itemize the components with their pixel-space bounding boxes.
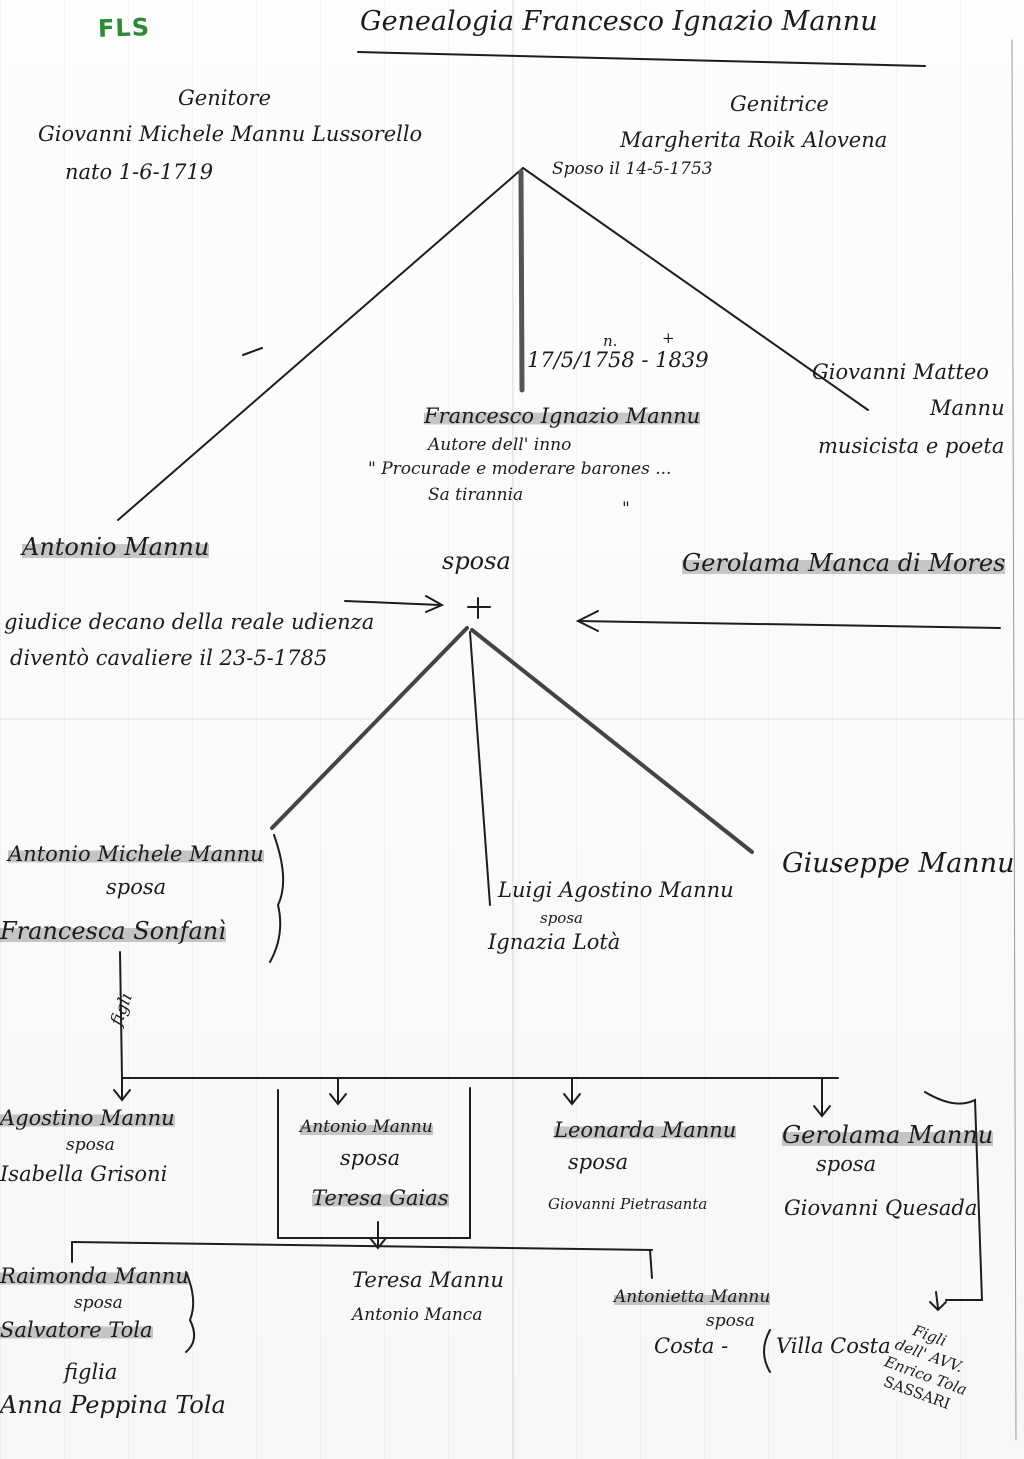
francesco-dates: 17/5/1758 - 1839 xyxy=(527,348,709,372)
father-name: Giovanni Michele Mannu Lussorello xyxy=(38,122,423,146)
francesco-note-author: Autore dell' inno xyxy=(428,435,572,455)
arrow-gerolama-g xyxy=(813,1077,831,1118)
francesco-note-tirannia: Sa tirannia xyxy=(428,485,524,505)
arrow-agostino xyxy=(113,1077,131,1102)
grandchild-agostino: Agostino Mannu xyxy=(0,1106,175,1131)
marriage-cross xyxy=(467,597,491,619)
grandchild-gerolama-sposa: sposa xyxy=(816,1152,877,1176)
child-giuseppe: Giuseppe Mannu xyxy=(782,848,1015,879)
child-luigi-sposa: sposa xyxy=(540,909,583,927)
great-grandchildren-bar xyxy=(71,1241,653,1251)
grandchild-antonio: Antonio Mannu xyxy=(300,1117,433,1138)
francesco-born-mark: n. xyxy=(603,332,618,350)
arrow-from-antonio-head xyxy=(425,595,445,613)
ggchild-raimonda-husband: Salvatore Tola xyxy=(0,1318,153,1343)
giovanni-matteo-line1: Giovanni Matteo xyxy=(812,360,989,384)
ggchild-antonietta-sposa: sposa xyxy=(706,1311,755,1331)
child-francesca: Francesca Sonfanì xyxy=(0,917,226,946)
francesco-close-quote: " xyxy=(622,499,630,519)
page-title: Genealogia Francesco Ignazio Mannu xyxy=(360,6,878,37)
francesco-death-mark: + xyxy=(662,329,675,347)
figlia-label: figlia xyxy=(64,1360,118,1384)
arrow-antonio-g xyxy=(329,1077,347,1106)
giovanni-matteo-note: musicista e poeta xyxy=(818,434,1005,458)
fls-stamp: FLS xyxy=(97,13,151,43)
brace-right xyxy=(924,1091,984,1301)
father-role: Genitore xyxy=(178,86,271,110)
francesco-name: Francesco Ignazio Mannu xyxy=(424,404,701,429)
right-margin-line xyxy=(1011,39,1017,1441)
arrow-teresa xyxy=(369,1221,387,1250)
grandchild-agostino-wife: Isabella Grisoni xyxy=(0,1162,168,1186)
villa-costa: Villa Costa xyxy=(776,1334,891,1358)
branch-tick xyxy=(242,347,263,356)
grandchild-gerolama: Gerolama Mannu xyxy=(782,1121,994,1150)
fold-line-horizontal xyxy=(0,718,1024,720)
arrow-from-gerolama-head xyxy=(575,610,599,632)
line-to-giovanni-matteo xyxy=(522,167,869,411)
brace-raimonda xyxy=(185,1271,196,1353)
line-to-luigi xyxy=(469,631,491,906)
ggchild-teresa: Teresa Mannu xyxy=(352,1268,504,1292)
line-to-antonio-michele xyxy=(270,626,469,830)
antonio-note-knight: diventò cavaliere il 23-5-1785 xyxy=(10,646,328,670)
parents-marriage-date: Sposo il 14-5-1753 xyxy=(552,159,713,179)
grandchild-leonarda-sposa: sposa xyxy=(568,1150,629,1174)
line-to-antonio xyxy=(117,167,524,521)
arrow-from-gerolama xyxy=(577,620,1001,629)
line-figli-down xyxy=(119,951,123,1079)
father-born: nato 1-6-1719 xyxy=(65,160,214,184)
grandchild-leonarda: Leonarda Mannu xyxy=(554,1118,737,1143)
title-underline xyxy=(357,51,926,67)
grandchild-gerolama-husband: Giovanni Quesada xyxy=(784,1196,978,1220)
grandchild-leonarda-husband: Giovanni Pietrasanta xyxy=(548,1195,708,1213)
mother-name: Margherita Roik Alovena xyxy=(620,128,888,152)
ggchild-raimonda: Raimonda Mannu xyxy=(0,1264,189,1289)
arrow-from-antonio xyxy=(344,600,441,606)
arrow-antonietta xyxy=(649,1249,653,1279)
sposa-label: sposa xyxy=(442,547,511,575)
line-to-giuseppe xyxy=(470,628,754,854)
grandchild-antonio-wife: Teresa Gaias xyxy=(312,1186,449,1211)
arrow-leonarda xyxy=(563,1077,581,1106)
child-antonio-michele-sposa: sposa xyxy=(106,875,167,899)
ggchild-raimonda-sposa: sposa xyxy=(74,1293,123,1313)
giovanni-matteo-line2: Mannu xyxy=(930,396,1005,420)
line-to-francesco xyxy=(518,169,525,393)
child-ignazia: Ignazia Lotà xyxy=(488,930,621,954)
gerolama-manca: Gerolama Manca di Mores xyxy=(682,549,1006,578)
anna-peppina-tola: Anna Peppina Tola xyxy=(0,1391,226,1419)
fold-line-vertical xyxy=(512,0,514,1459)
francesco-note-hymn: " Procurade e moderare barones ... xyxy=(368,459,672,479)
mother-role: Genitrice xyxy=(730,92,829,116)
antonio-mannu: Antonio Mannu xyxy=(22,533,210,562)
arrow-side-note xyxy=(929,1291,947,1312)
ggchild-antonietta: Antonietta Mannu xyxy=(614,1287,771,1308)
villa-costa-paren xyxy=(763,1329,771,1373)
child-antonio-michele: Antonio Michele Mannu xyxy=(8,842,264,867)
antonio-note-judge: giudice decano della reale udienza xyxy=(4,610,375,634)
ggchild-teresa-husband: Antonio Manca xyxy=(352,1305,483,1325)
grandchild-agostino-sposa: sposa xyxy=(66,1135,115,1155)
grandchild-antonio-sposa: sposa xyxy=(340,1146,401,1170)
child-luigi: Luigi Agostino Mannu xyxy=(498,878,734,902)
brace-antonio-michele xyxy=(269,834,285,963)
ggchild-antonietta-husband: Costa - xyxy=(654,1334,729,1358)
